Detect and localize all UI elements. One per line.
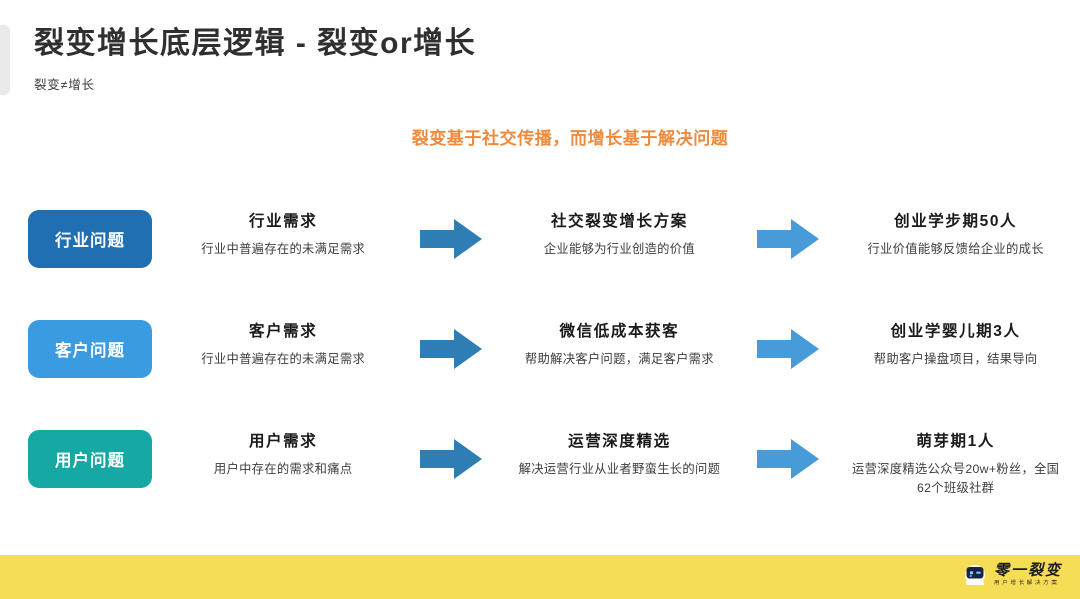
result-desc: 帮助客户操盘项目，结果导向 [873,351,1038,366]
solution-title: 社交裂变增长方案 [551,213,688,230]
arrow-right-icon [420,329,483,369]
footer-bar: 零一裂变 用户增长解决方案 [0,555,1080,599]
solution-desc: 解决运营行业从业者野蛮生长的问题 [518,461,721,476]
arrow-right-icon [420,439,483,479]
logo-tagline: 用户增长解决方案 [993,580,1060,587]
result-cell: 创业学步期50人 行业价值能够反馈给企业的成长 [831,196,1080,259]
arrow-cell-right [744,196,832,260]
left-edge-accent [0,25,10,95]
solution-desc: 企业能够为行业创造的价值 [543,241,695,256]
matrix-row: 用户问题 用户需求 用户中存在的需求和痛点 运营深度精选 解决运营行业从业者野蛮… [0,416,1080,526]
result-title: 创业学步期50人 [894,213,1018,230]
page-title: 裂变增长底层逻辑 - 裂变or增长 [34,27,477,60]
badge-cell: 客户问题 [0,306,159,378]
robot-icon [964,565,985,585]
arrow-cell-left [408,416,496,480]
solution-cell: 微信低成本获客 帮助解决客户问题，满足客户需求 [495,306,744,369]
arrow-right-icon [756,329,819,369]
solution-title: 运营深度精选 [568,433,671,450]
matrix-row: 客户问题 客户需求 行业中普遍存在的未满足需求 微信低成本获客 帮助解决客户问题… [0,306,1080,416]
need-desc: 用户中存在的需求和痛点 [213,461,353,476]
need-desc: 行业中普遍存在的未满足需求 [201,351,366,366]
header: 裂变增长底层逻辑 - 裂变or增长 裂变≠增长 [34,26,476,93]
logo-text: 零一裂变 用户增长解决方案 [994,563,1062,587]
badge-cell: 行业问题 [0,196,159,268]
result-desc: 行业价值能够反馈给企业的成长 [867,241,1044,256]
badge-cell: 用户问题 [0,416,159,488]
arrow-right-icon [420,219,483,259]
result-cell: 萌芽期1人 运营深度精选公众号20w+粉丝，全国62个班级社群 [831,416,1080,498]
need-desc: 行业中普遍存在的未满足需求 [201,241,366,256]
row-badge-industry[interactable]: 行业问题 [28,210,152,268]
banner-statement: 裂变基于社交传播，而增长基于解决问题 [411,129,729,148]
arrow-right-icon [756,219,819,259]
arrow-right-icon [756,439,819,479]
logic-matrix: 行业问题 行业需求 行业中普遍存在的未满足需求 社交裂变增长方案 企业能够为行业… [0,196,1080,526]
need-cell: 用户需求 用户中存在的需求和痛点 [159,416,408,479]
arrow-cell-left [408,196,496,260]
solution-cell: 社交裂变增长方案 企业能够为行业创造的价值 [495,196,744,259]
need-cell: 行业需求 行业中普遍存在的未满足需求 [159,196,408,259]
page-subtitle: 裂变≠增长 [34,78,95,92]
need-title: 客户需求 [248,323,318,340]
solution-title: 微信低成本获客 [559,323,680,340]
row-badge-user[interactable]: 用户问题 [28,430,152,488]
need-cell: 客户需求 行业中普遍存在的未满足需求 [159,306,408,369]
result-title: 萌芽期1人 [916,433,995,450]
result-title: 创业学婴儿期3人 [890,323,1021,340]
result-desc: 运营深度精选公众号20w+粉丝，全国62个班级社群 [851,461,1060,495]
arrow-cell-right [744,306,832,370]
solution-desc: 帮助解决客户问题，满足客户需求 [524,351,714,366]
matrix-row: 行业问题 行业需求 行业中普遍存在的未满足需求 社交裂变增长方案 企业能够为行业… [0,196,1080,306]
solution-cell: 运营深度精选 解决运营行业从业者野蛮生长的问题 [495,416,744,479]
arrow-cell-right [744,416,832,480]
logo-name: 零一裂变 [993,562,1062,580]
arrow-cell-left [408,306,496,370]
need-title: 用户需求 [248,433,318,450]
brand-logo[interactable]: 零一裂变 用户增长解决方案 [962,562,1062,588]
need-title: 行业需求 [248,213,318,230]
result-cell: 创业学婴儿期3人 帮助客户操盘项目，结果导向 [831,306,1080,369]
row-badge-customer[interactable]: 客户问题 [28,320,152,378]
